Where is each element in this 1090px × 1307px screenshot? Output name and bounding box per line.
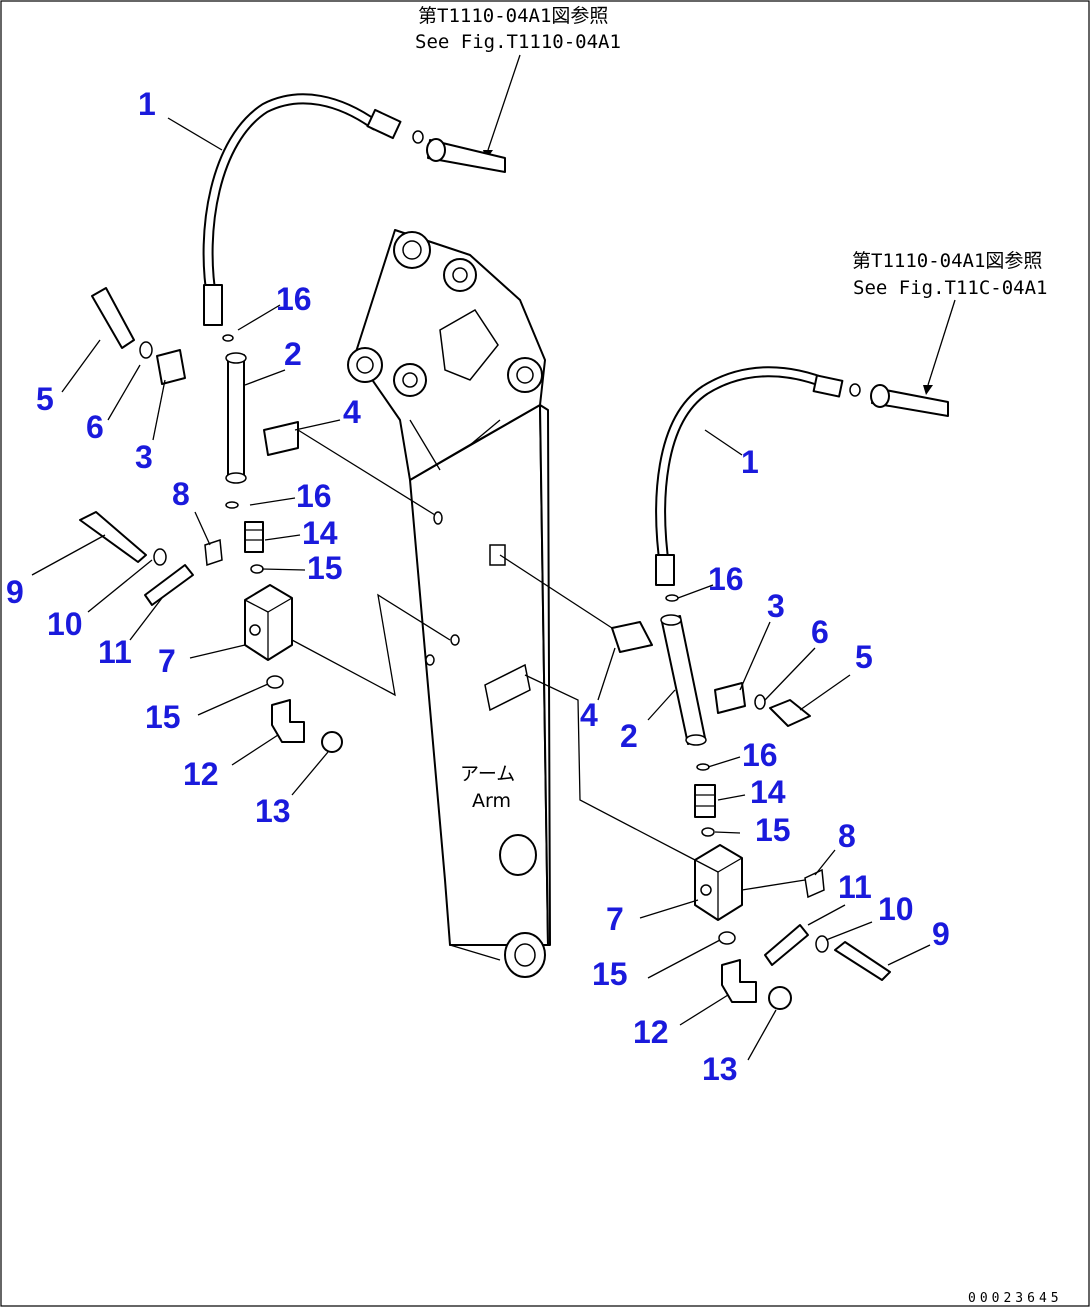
- left-plug-13: [321, 731, 343, 753]
- left-washer-6: [139, 341, 153, 359]
- left-connector-14: [244, 521, 264, 553]
- right-oring-16-lower: [696, 763, 710, 771]
- callout-right-9: 9: [932, 916, 950, 952]
- left-bolt-9: [79, 511, 147, 563]
- arm-cylinder-mount: [439, 308, 499, 381]
- right-clamp-11: [764, 924, 809, 966]
- right-hose-end-fitting: [655, 554, 675, 586]
- callout-left-15-lower: 15: [145, 699, 181, 735]
- left-oring-15-lower: [266, 675, 284, 689]
- document-number: 00023645: [968, 1291, 1063, 1306]
- right-connector-14: [694, 784, 716, 818]
- callout-right-11: 11: [838, 869, 872, 905]
- callout-left-16-lower: 16: [296, 478, 332, 514]
- right-oring-15-lower: [718, 931, 736, 945]
- callout-right-4: 4: [580, 697, 598, 733]
- callout-right-14: 14: [750, 774, 786, 810]
- callout-right-12: 12: [633, 1014, 669, 1050]
- callout-left-7: 7: [158, 643, 176, 679]
- callout-left-15-upper: 15: [307, 550, 343, 586]
- left-hose-top-fitting: [366, 108, 402, 140]
- callout-right-3: 3: [767, 588, 785, 624]
- right-plug-13: [768, 986, 792, 1010]
- right-tube: [661, 615, 706, 745]
- callout-left-11: 11: [98, 634, 132, 670]
- callout-right-13: 13: [702, 1051, 738, 1087]
- callout-right-5: 5: [855, 639, 873, 675]
- ref-right-en: See Fig.T11C-04A1: [853, 277, 1047, 299]
- callout-leaders: [31, 117, 931, 1061]
- left-elbow-12: [271, 699, 305, 743]
- callout-right-10: 10: [878, 891, 914, 927]
- left-oring-16-lower: [225, 501, 239, 509]
- arm-mount-pad: [484, 663, 531, 712]
- right-clamp-3: [714, 682, 746, 714]
- callout-left-4: 4: [343, 394, 361, 430]
- left-hose-assembly: [79, 93, 506, 753]
- right-washer-10: [815, 935, 829, 953]
- right-clamp-4: [611, 621, 653, 653]
- left-hose: [202, 93, 381, 306]
- left-oring-15-upper: [250, 564, 264, 574]
- ref-top-en: See Fig.T1110-04A1: [415, 31, 621, 53]
- right-hose-assembly: [499, 366, 949, 1010]
- callout-left-16-upper: 16: [276, 281, 312, 317]
- left-clamp-4: [263, 421, 299, 456]
- left-bolt-5: [91, 287, 135, 349]
- callout-left-9: 9: [6, 574, 24, 610]
- callout-right-7: 7: [606, 901, 624, 937]
- callout-right-6: 6: [811, 614, 829, 650]
- callout-right-15-lower: 15: [592, 956, 628, 992]
- right-hose-top-fitting: [812, 374, 844, 398]
- arm-boss-lower: [499, 834, 537, 876]
- arm-side: [539, 404, 551, 946]
- arm-boss-pad-upper: [489, 544, 506, 566]
- callout-right-16-upper: 16: [708, 561, 744, 597]
- callout-left-8: 8: [172, 476, 190, 512]
- right-plate-8: [804, 868, 825, 899]
- right-oring-15-upper: [701, 827, 715, 837]
- arm-label-en: Arm: [472, 790, 511, 812]
- callout-right-1: 1: [741, 444, 759, 480]
- left-clamp-11: [144, 564, 194, 606]
- callout-left-6: 6: [86, 409, 104, 445]
- callout-left-3: 3: [135, 439, 153, 475]
- ref-right-jp: 第T1110-04A1図参照: [852, 250, 1042, 272]
- callout-left-13: 13: [255, 793, 291, 829]
- arm-label-jp: アーム: [460, 763, 515, 785]
- left-plate-8: [204, 538, 223, 567]
- left-clamp-3: [156, 349, 186, 385]
- left-washer-10: [153, 548, 167, 566]
- left-oring-16-upper: [222, 334, 234, 342]
- left-tube: [227, 354, 245, 481]
- ref-top-jp: 第T1110-04A1図参照: [418, 5, 608, 27]
- arm: アーム Arm: [347, 229, 551, 978]
- callout-left-14: 14: [302, 515, 338, 551]
- callout-right-16-lower: 16: [742, 737, 778, 773]
- callout-right-15-upper: 15: [755, 812, 791, 848]
- callout-right-2: 2: [620, 718, 638, 754]
- callout-right-8: 8: [838, 818, 856, 854]
- callout-left-2: 2: [284, 336, 302, 372]
- right-bolt-5: [769, 699, 811, 727]
- callout-left-10: 10: [47, 606, 83, 642]
- callout-left-12: 12: [183, 756, 219, 792]
- right-washer-6: [754, 694, 766, 710]
- right-bolt-9: [834, 941, 891, 981]
- callout-left-5: 5: [36, 381, 54, 417]
- callout-left-1: 1: [138, 86, 156, 122]
- right-oring-16-upper: [665, 594, 679, 602]
- right-elbow-12: [721, 959, 757, 1003]
- left-hose-end-fitting: [203, 284, 223, 326]
